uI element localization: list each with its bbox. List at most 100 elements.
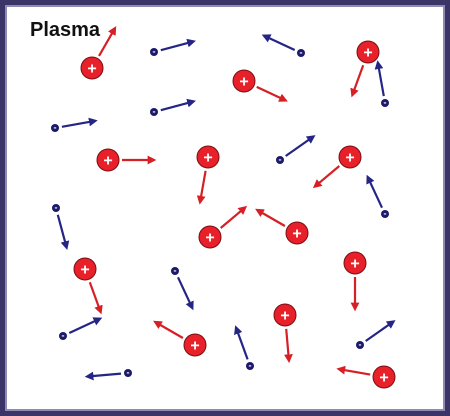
electron: -	[261, 34, 305, 58]
minus-sign: -	[384, 209, 387, 219]
positive-ion: +	[80, 26, 117, 80]
electron-dot	[51, 124, 59, 132]
positive-ion-circle	[96, 148, 120, 172]
positive-ion-circle	[273, 303, 297, 327]
positive-ion-circle	[73, 257, 97, 281]
velocity-arrow	[234, 325, 249, 360]
positive-ion: +	[153, 320, 207, 357]
diagram-title: Plasma	[30, 19, 101, 41]
electron-dot	[150, 48, 158, 56]
electron-dot	[356, 341, 364, 349]
electron: -	[366, 174, 389, 219]
plus-sign: +	[280, 308, 289, 325]
plus-sign: +	[80, 262, 89, 279]
positive-ion: +	[196, 145, 220, 205]
plus-sign: +	[103, 153, 112, 170]
velocity-arrow	[365, 320, 396, 342]
velocity-arrow	[284, 328, 293, 364]
minus-sign: -	[153, 47, 156, 57]
electron: -	[51, 117, 98, 133]
electron-dot	[124, 369, 132, 377]
velocity-arrow	[312, 165, 341, 189]
velocity-arrow	[61, 117, 98, 128]
velocity-arrow	[256, 85, 288, 102]
positive-ion-circle	[356, 40, 380, 64]
velocity-arrow	[68, 317, 103, 334]
minus-sign: -	[300, 48, 303, 58]
electron: -	[52, 203, 70, 250]
plus-sign: +	[345, 150, 354, 167]
positive-ion-circle	[338, 145, 362, 169]
plasma-diagram: + + + + + + + + + + + + + - - - - - - - - - - - - -	[51, 26, 396, 389]
minus-sign: -	[174, 266, 177, 276]
electron: -	[150, 98, 196, 117]
minus-sign: -	[127, 368, 130, 378]
plus-sign: +	[292, 226, 301, 243]
positive-ion-circle	[80, 56, 104, 80]
plus-sign: +	[363, 45, 372, 62]
positive-ion: +	[350, 40, 380, 98]
plus-sign: +	[379, 370, 388, 387]
plus-sign: +	[203, 150, 212, 167]
electron: -	[171, 266, 194, 311]
velocity-arrow	[196, 170, 207, 205]
velocity-arrow	[374, 60, 385, 97]
plus-sign: +	[87, 61, 96, 78]
positive-ion: +	[312, 145, 362, 189]
minus-sign: -	[384, 98, 387, 108]
minus-sign: -	[55, 203, 58, 213]
positive-ion-circle	[198, 225, 222, 249]
plus-sign: +	[239, 74, 248, 91]
plus-sign: +	[190, 338, 199, 355]
electron: -	[84, 368, 132, 381]
electron-dot	[381, 99, 389, 107]
velocity-arrow	[336, 365, 371, 376]
positive-ion: +	[343, 251, 367, 312]
positive-ion: +	[73, 257, 103, 315]
positive-ion-circle	[196, 145, 220, 169]
electron: -	[276, 135, 316, 165]
minus-sign: -	[62, 331, 65, 341]
velocity-arrow	[261, 34, 296, 51]
positive-ion-circle	[183, 333, 207, 357]
electron-dot	[297, 49, 305, 57]
electron: -	[356, 320, 396, 350]
electron: -	[234, 325, 254, 371]
electron-dot	[52, 204, 60, 212]
electron-dot	[150, 108, 158, 116]
velocity-arrow	[285, 135, 316, 157]
velocity-arrow	[255, 208, 286, 227]
velocity-arrow	[160, 38, 196, 52]
velocity-arrow	[84, 371, 122, 381]
electron: -	[374, 60, 389, 108]
velocity-arrow	[177, 276, 194, 311]
velocity-arrow	[350, 64, 365, 98]
electron-dot	[276, 156, 284, 164]
velocity-arrow	[56, 214, 70, 250]
plus-sign: +	[205, 230, 214, 247]
positive-ion: +	[232, 69, 288, 102]
positive-ion: +	[96, 148, 157, 172]
minus-sign: -	[54, 123, 57, 133]
minus-sign: -	[153, 107, 156, 117]
positive-ion: +	[273, 303, 297, 364]
electron-dot	[59, 332, 67, 340]
velocity-arrow	[160, 98, 196, 112]
velocity-arrow	[88, 281, 103, 315]
positive-ion-circle	[343, 251, 367, 275]
electron: -	[59, 317, 103, 341]
velocity-arrow	[98, 26, 117, 57]
plus-sign: +	[350, 256, 359, 273]
electron-dot	[246, 362, 254, 370]
positive-ion: +	[198, 205, 248, 249]
velocity-arrow	[219, 205, 248, 229]
positive-ion-circle	[372, 365, 396, 389]
electron-dot	[171, 267, 179, 275]
electron: -	[150, 38, 196, 57]
minus-sign: -	[249, 361, 252, 371]
velocity-arrow	[153, 320, 184, 339]
positive-ion-circle	[285, 221, 309, 245]
positive-ion-circle	[232, 69, 256, 93]
minus-sign: -	[359, 340, 362, 350]
